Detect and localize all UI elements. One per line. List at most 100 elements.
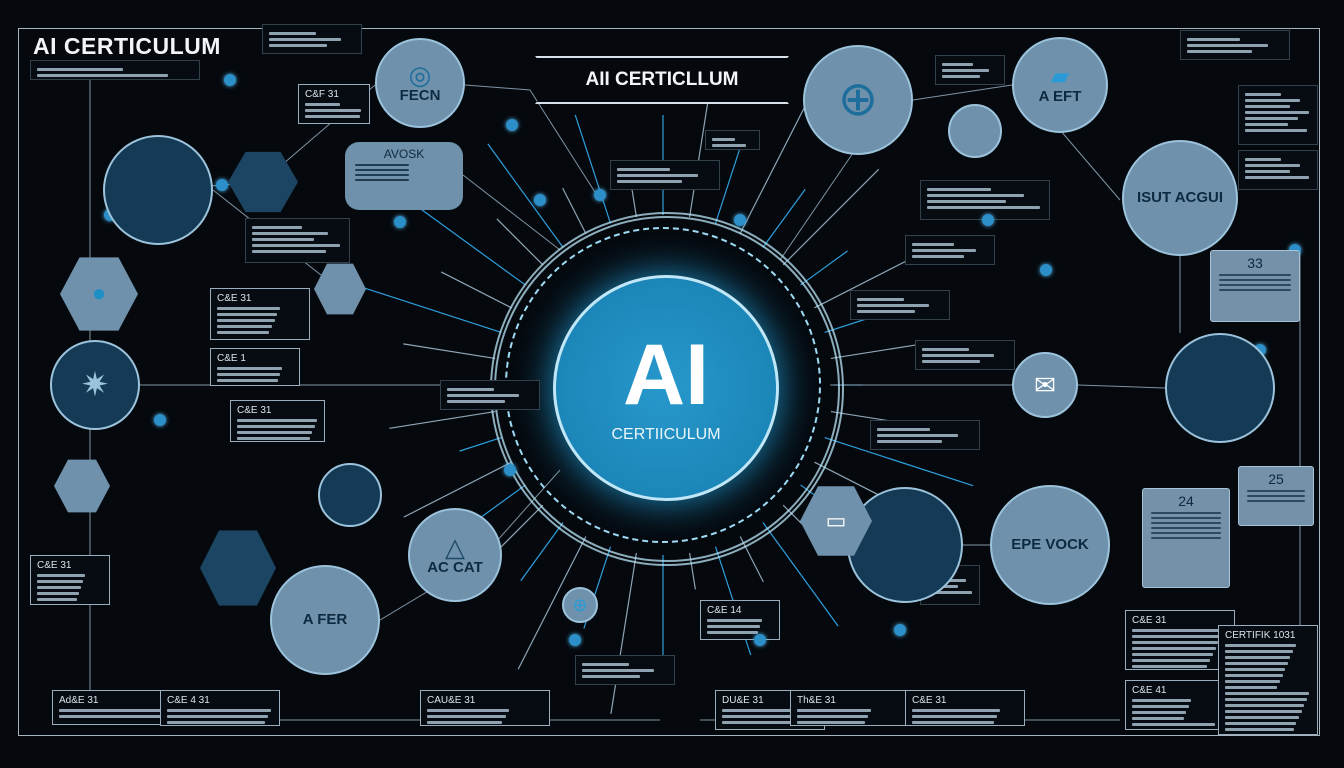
text-line	[722, 721, 810, 724]
avosk-title: AVOSK	[383, 147, 425, 161]
text-line	[217, 373, 281, 376]
connector-line	[782, 168, 880, 266]
afer-node: A FER	[270, 565, 380, 675]
connector-line	[520, 522, 564, 582]
text-line	[927, 206, 1040, 209]
epe-node: EPE VOCK	[990, 485, 1110, 605]
text-block-heading: Th&E 31	[797, 695, 836, 706]
text-line	[217, 331, 270, 334]
connector-line	[800, 250, 848, 286]
connector-line	[403, 461, 512, 518]
text-line	[1225, 710, 1302, 713]
connector-node-dot	[504, 464, 516, 476]
text-line	[617, 174, 698, 177]
connector-line	[762, 522, 839, 627]
text-line	[617, 180, 683, 183]
text-line	[707, 619, 763, 622]
text-line	[1132, 705, 1189, 708]
text-line	[1225, 662, 1288, 665]
text-line	[1151, 537, 1221, 539]
gear-node	[1165, 333, 1275, 443]
text-block: C&E 41	[1125, 680, 1225, 730]
folder-icon: ▰	[1050, 63, 1070, 91]
text-line	[37, 68, 123, 71]
text-line	[1245, 158, 1282, 161]
monitor-icon: ▭	[825, 508, 847, 533]
fecn-node: ◎ FECN	[375, 38, 465, 128]
text-line	[912, 709, 1000, 712]
text-line	[1151, 522, 1221, 524]
connector-line	[814, 461, 886, 499]
text-line	[217, 319, 275, 322]
text-block-heading: C&E 31	[1132, 615, 1167, 626]
info-panel-24: 24	[1142, 488, 1230, 588]
connector-node-dot	[1040, 264, 1052, 276]
panel-number: 25	[1268, 471, 1284, 487]
text-block	[1238, 150, 1318, 190]
text-line	[1245, 99, 1301, 102]
connector-node-dot	[754, 634, 766, 646]
text-line	[1225, 680, 1281, 683]
text-block-heading: CERTIFIK 1031	[1225, 630, 1296, 641]
text-line	[217, 325, 273, 328]
water-drop-icon: ●	[91, 280, 107, 307]
text-line	[37, 580, 83, 583]
core-title: AI	[623, 327, 709, 423]
text-line	[305, 115, 360, 118]
panel-number: 24	[1178, 493, 1194, 509]
text-line	[922, 354, 995, 357]
network-star-icon: ✷	[80, 366, 110, 404]
info-panel-25: 25	[1238, 466, 1314, 526]
text-line	[1245, 105, 1290, 108]
text-line	[1132, 647, 1216, 650]
connector-line	[459, 436, 502, 452]
network-star-node: ✷	[50, 340, 140, 430]
text-block: C&E 31	[1125, 610, 1235, 670]
text-block	[920, 180, 1050, 220]
text-line	[877, 428, 930, 431]
triangle-icon: △	[445, 532, 465, 563]
text-line	[447, 394, 520, 397]
text-line	[1132, 711, 1187, 714]
target-icon: ◎	[408, 60, 432, 91]
connector-node-dot	[506, 119, 518, 131]
connector-line	[814, 252, 923, 309]
text-line	[1245, 129, 1308, 132]
text-block-heading: C&E 4 31	[167, 695, 210, 706]
text-line	[252, 226, 303, 229]
text-line	[927, 591, 972, 594]
text-line	[252, 250, 326, 253]
text-line	[1132, 635, 1222, 638]
aeft-label: A EFT	[1038, 88, 1082, 106]
text-line	[912, 249, 976, 252]
radar-node	[103, 135, 213, 245]
connector-line	[912, 84, 1013, 101]
panel-number: 33	[1247, 255, 1263, 271]
connector-line	[1059, 129, 1121, 201]
text-line	[582, 675, 641, 678]
connector-line	[496, 218, 544, 266]
text-line	[912, 255, 964, 258]
text-block	[905, 235, 995, 265]
connector-node-dot	[982, 214, 994, 226]
connector-node-dot	[394, 216, 406, 228]
text-line	[217, 313, 278, 316]
text-line	[1132, 659, 1210, 662]
central-ai-node: AI CERTIICULUM	[553, 275, 779, 501]
text-line	[1247, 500, 1305, 502]
text-line	[1225, 644, 1296, 647]
text-block	[440, 380, 540, 410]
connector-node-dot	[894, 624, 906, 636]
text-block-heading: C&E 41	[1132, 685, 1167, 696]
text-line	[922, 360, 981, 363]
text-line	[927, 188, 991, 191]
text-line	[912, 721, 994, 724]
connector-line	[824, 436, 974, 487]
text-line	[1245, 123, 1288, 126]
text-line	[1132, 629, 1225, 632]
hexagon-node	[54, 459, 110, 513]
text-line	[427, 721, 503, 724]
text-block: C&E 31	[230, 400, 325, 442]
text-line	[857, 310, 916, 313]
accat-node: △ AC CAT	[408, 508, 502, 602]
